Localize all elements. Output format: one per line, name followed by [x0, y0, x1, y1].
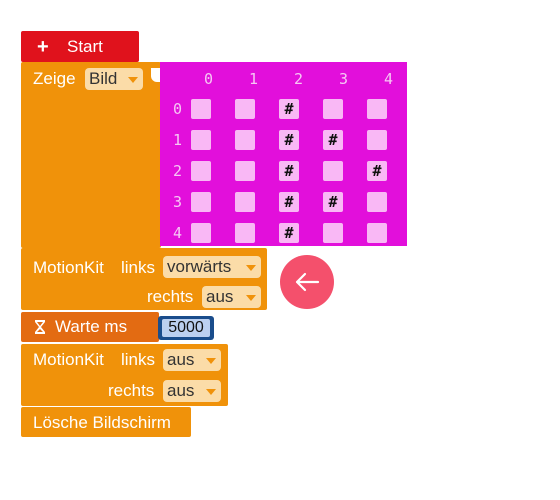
led-cell[interactable]: [367, 99, 387, 119]
led-cell[interactable]: [367, 192, 387, 212]
row-header: 4: [173, 224, 183, 242]
wait-label: Warte ms: [55, 317, 128, 336]
column-header: 3: [339, 70, 349, 88]
left-motor-label: links: [121, 350, 156, 369]
row-header: 0: [173, 100, 183, 118]
chevron-down-icon: [206, 389, 216, 395]
led-cell[interactable]: #: [279, 161, 299, 181]
led-cell[interactable]: [323, 223, 343, 243]
show-image-label: Zeige: [33, 69, 76, 88]
right-motor-label: rechts: [147, 287, 194, 306]
clear-screen-label: Lösche Bildschirm: [33, 413, 171, 432]
led-cell[interactable]: #: [323, 192, 343, 212]
led-cell[interactable]: [191, 99, 211, 119]
wait-ms-input[interactable]: 5000: [158, 316, 214, 340]
motionkit-block-1[interactable]: MotionKit links vorwärts rechts aus: [21, 248, 267, 310]
led-cell[interactable]: [191, 192, 211, 212]
chevron-down-icon: [246, 265, 256, 271]
back-button[interactable]: [280, 255, 334, 309]
column-header: 0: [204, 70, 214, 88]
column-header: 1: [249, 70, 259, 88]
led-cell[interactable]: [235, 192, 255, 212]
led-cell[interactable]: [191, 223, 211, 243]
led-cell[interactable]: [235, 161, 255, 181]
column-header: 4: [384, 70, 394, 88]
chevron-down-icon: [246, 295, 256, 301]
left-motor-value: vorwärts: [167, 257, 232, 276]
column-header: 2: [294, 70, 304, 88]
row-header: 2: [173, 162, 183, 180]
led-cell[interactable]: [367, 223, 387, 243]
led-cell[interactable]: [235, 99, 255, 119]
right-motor-value: aus: [206, 287, 234, 306]
led-cell[interactable]: [235, 130, 255, 150]
start-block[interactable]: + Start: [21, 31, 139, 62]
row-header: 1: [173, 131, 183, 149]
led-cell[interactable]: [235, 223, 255, 243]
led-cell[interactable]: #: [279, 130, 299, 150]
show-image-block[interactable]: Zeige Bild: [21, 62, 163, 248]
right-motor-label: rechts: [108, 381, 155, 400]
right-motor-value: aus: [167, 381, 195, 400]
led-cell[interactable]: #: [279, 223, 299, 243]
led-cell[interactable]: #: [367, 161, 387, 181]
led-cell[interactable]: #: [279, 192, 299, 212]
arrow-left-icon: [295, 272, 320, 292]
led-cell[interactable]: [191, 161, 211, 181]
led-cell[interactable]: [367, 130, 387, 150]
left-motor-dropdown[interactable]: aus: [163, 349, 221, 371]
hourglass-icon: [35, 320, 45, 334]
left-motor-label: links: [121, 258, 156, 277]
motionkit-label: MotionKit: [33, 258, 104, 277]
chevron-down-icon: [206, 358, 216, 364]
right-motor-dropdown[interactable]: aus: [202, 286, 261, 308]
led-cell[interactable]: [323, 99, 343, 119]
wait-block[interactable]: Warte ms: [21, 312, 159, 342]
start-label: Start: [67, 37, 103, 56]
image-grid-block[interactable]: 0 1 2 3 4 0 1 2 3 4 # # # # # # # #: [160, 62, 407, 246]
led-cell[interactable]: [323, 161, 343, 181]
led-cell[interactable]: [191, 130, 211, 150]
wait-ms-value: 5000: [162, 319, 210, 337]
left-motor-dropdown[interactable]: vorwärts: [163, 256, 261, 278]
row-header: 3: [173, 193, 183, 211]
led-cell[interactable]: #: [279, 99, 299, 119]
image-type-value: Bild: [89, 69, 118, 88]
right-motor-dropdown[interactable]: aus: [163, 380, 221, 402]
left-motor-value: aus: [167, 350, 195, 369]
plus-icon: +: [37, 36, 49, 58]
chevron-down-icon: [128, 77, 138, 83]
image-type-dropdown[interactable]: Bild: [85, 68, 143, 90]
led-cell[interactable]: #: [323, 130, 343, 150]
motionkit-label: MotionKit: [33, 350, 104, 369]
motionkit-block-2[interactable]: MotionKit links aus rechts aus: [21, 344, 228, 406]
clear-screen-block[interactable]: Lösche Bildschirm: [21, 407, 191, 437]
